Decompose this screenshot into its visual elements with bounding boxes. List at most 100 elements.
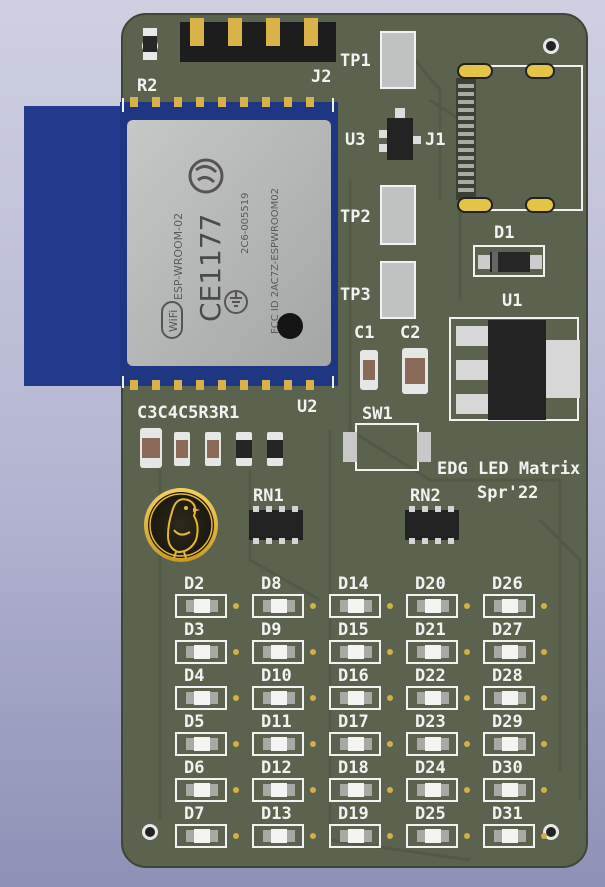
- c1-capacitor: [360, 350, 378, 390]
- via: [541, 649, 547, 655]
- tp2-pad: [380, 185, 416, 245]
- led-pad: [417, 830, 425, 842]
- led-d17: D17: [329, 712, 393, 756]
- via: [387, 649, 393, 655]
- bird-logo-icon: [144, 488, 218, 562]
- led-outline: [175, 686, 227, 710]
- led-label: D22: [415, 666, 446, 686]
- u1-regulator: [449, 317, 580, 421]
- via: [464, 833, 470, 839]
- label-c2: C2: [400, 323, 420, 343]
- led-d5: D5: [175, 712, 239, 756]
- led-pad: [417, 784, 425, 796]
- via: [541, 603, 547, 609]
- led-d20: D20: [406, 574, 470, 618]
- led-label: D2: [184, 574, 204, 594]
- led-outline: [483, 824, 535, 848]
- via: [310, 787, 316, 793]
- led-body: [194, 691, 210, 705]
- rn1-array: [249, 506, 303, 544]
- led-d2: D2: [175, 574, 239, 618]
- led-outline: [329, 778, 381, 802]
- via: [233, 649, 239, 655]
- led-pad: [340, 784, 348, 796]
- id-code-text: 2C6-005519: [240, 193, 251, 255]
- led-pad: [518, 738, 526, 750]
- led-outline: [175, 732, 227, 756]
- led-body: [194, 783, 210, 797]
- label-sw1: SW1: [362, 404, 393, 424]
- via: [233, 787, 239, 793]
- led-d31: D31: [483, 804, 547, 848]
- led-body: [194, 599, 210, 613]
- label-passives-row: C3C4C5R3R1: [137, 403, 239, 423]
- via: [310, 833, 316, 839]
- via: [233, 695, 239, 701]
- via: [464, 787, 470, 793]
- led-body: [194, 645, 210, 659]
- via: [310, 603, 316, 609]
- led-d26: D26: [483, 574, 547, 618]
- led-outline: [483, 686, 535, 710]
- led-pad: [186, 830, 194, 842]
- led-d16: D16: [329, 666, 393, 710]
- esp-antenna: [24, 106, 136, 386]
- led-label: D9: [261, 620, 281, 640]
- passive-r1: [267, 432, 283, 466]
- led-label: D29: [492, 712, 523, 732]
- led-pad: [340, 692, 348, 704]
- led-d11: D11: [252, 712, 316, 756]
- led-pad: [186, 646, 194, 658]
- via: [310, 649, 316, 655]
- led-outline: [406, 824, 458, 848]
- label-r2: R2: [137, 76, 157, 96]
- led-pad: [364, 830, 372, 842]
- led-pad: [364, 738, 372, 750]
- led-d22: D22: [406, 666, 470, 710]
- led-pad: [518, 692, 526, 704]
- led-outline: [483, 778, 535, 802]
- led-label: D17: [338, 712, 369, 732]
- passive-c3: [140, 428, 162, 468]
- led-outline: [483, 640, 535, 664]
- u3-chip: [379, 108, 421, 160]
- led-pad: [263, 692, 271, 704]
- led-label: D7: [184, 804, 204, 824]
- led-body: [194, 737, 210, 751]
- led-d12: D12: [252, 758, 316, 802]
- led-label: D15: [338, 620, 369, 640]
- led-pad: [287, 738, 295, 750]
- led-outline: [175, 824, 227, 848]
- led-pad: [417, 738, 425, 750]
- led-pad: [340, 738, 348, 750]
- led-pad: [210, 738, 218, 750]
- via: [387, 603, 393, 609]
- led-pad: [263, 784, 271, 796]
- led-pad: [186, 738, 194, 750]
- via: [464, 695, 470, 701]
- led-pad: [263, 830, 271, 842]
- led-label: D31: [492, 804, 523, 824]
- led-pad: [494, 830, 502, 842]
- led-label: D14: [338, 574, 369, 594]
- led-d8: D8: [252, 574, 316, 618]
- led-pad: [287, 784, 295, 796]
- led-pad: [287, 692, 295, 704]
- led-d21: D21: [406, 620, 470, 664]
- led-pad: [340, 600, 348, 612]
- led-body: [271, 599, 287, 613]
- led-pad: [287, 830, 295, 842]
- led-outline: [329, 732, 381, 756]
- led-outline: [175, 640, 227, 664]
- led-pad: [494, 692, 502, 704]
- led-label: D28: [492, 666, 523, 686]
- led-pad: [518, 830, 526, 842]
- led-pad: [441, 830, 449, 842]
- led-pad: [518, 600, 526, 612]
- label-j1: J1: [425, 130, 445, 150]
- led-pad: [263, 600, 271, 612]
- led-label: D3: [184, 620, 204, 640]
- led-pad: [441, 692, 449, 704]
- led-outline: [406, 732, 458, 756]
- led-outline: [329, 594, 381, 618]
